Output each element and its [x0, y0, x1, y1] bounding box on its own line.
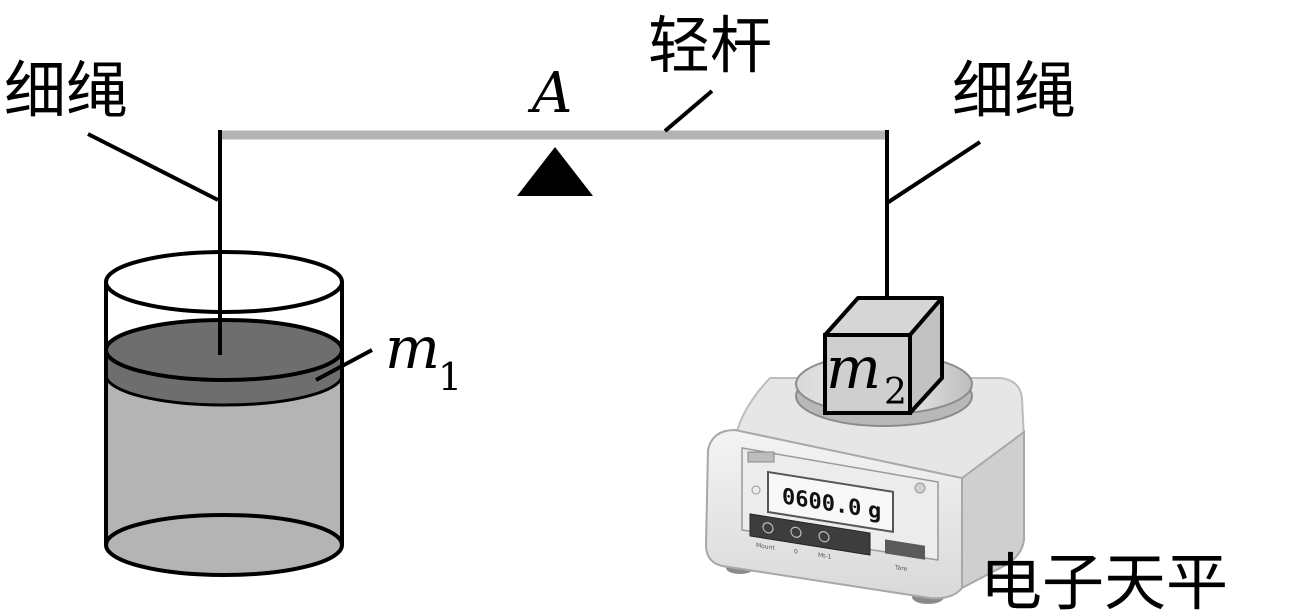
balance-button-label: Mt-1	[818, 552, 832, 561]
m1-subscript: 1	[438, 355, 462, 399]
label-balance: 电子天平	[980, 546, 1228, 615]
leader-m1	[315, 348, 373, 382]
balance-button-icon	[818, 531, 830, 543]
lever	[218, 130, 889, 196]
balance-button-label: 0	[794, 548, 798, 556]
leader-rope-right	[885, 140, 982, 205]
label-pivot: A	[527, 61, 572, 126]
beaker	[104, 250, 344, 577]
balance-display: 0600.0 g	[767, 470, 894, 533]
balance-button-label: Mount	[756, 542, 775, 552]
m2-label: m	[826, 334, 881, 402]
block-m2: m 2	[823, 296, 944, 415]
leader-rod	[663, 89, 714, 133]
balance-button-label: Tare	[894, 564, 908, 573]
label-rod: 轻杆	[648, 9, 772, 82]
balance-level-icon	[914, 482, 926, 494]
label-rope-left: 细绳	[4, 54, 128, 127]
balance-brand-badge	[747, 451, 775, 463]
balance-status-icon	[751, 485, 761, 495]
balance-button-icon	[762, 522, 774, 534]
leader-rope-left	[87, 132, 219, 202]
block-front-face	[823, 333, 912, 415]
label-rope-right: 细绳	[952, 54, 1076, 127]
balance-button-strip: Mount 0 Mt-1 Tare	[749, 513, 925, 573]
beaker-rim	[104, 250, 344, 314]
balance-side-face	[961, 430, 1025, 590]
fulcrum-triangle	[517, 147, 593, 196]
m2-subscript: 2	[884, 372, 907, 413]
m1-label: m	[385, 314, 440, 382]
balance-unit: g	[868, 497, 881, 525]
balance-button-icon	[790, 526, 802, 538]
liquid-surface	[104, 318, 344, 382]
